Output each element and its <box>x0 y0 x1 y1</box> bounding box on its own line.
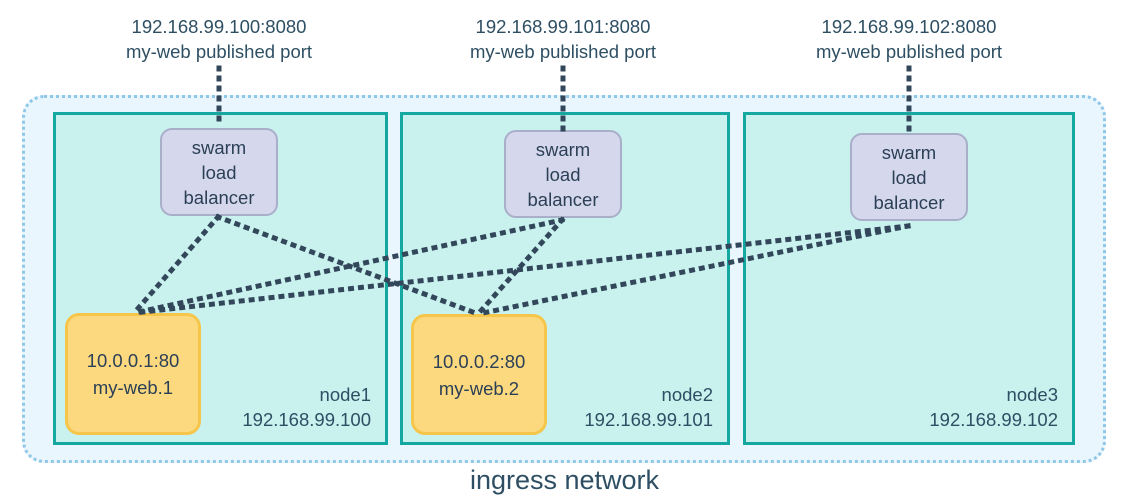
node-name-node1: node1 <box>319 384 371 405</box>
node-name-node2: node2 <box>661 384 713 405</box>
task-address-myweb2: 10.0.0.2:80 <box>432 350 526 372</box>
task-name-myweb1: my-web.1 <box>92 377 174 398</box>
published-port-label-node2: 192.168.99.101:8080 my-web published por… <box>423 14 703 64</box>
published-port-address-node2: 192.168.99.101:8080 <box>475 16 651 37</box>
lb2-line-2: load <box>545 163 581 185</box>
task-box-myweb1: 10.0.0.1:80 my-web.1 <box>65 313 201 435</box>
node-caption-node3: node3 192.168.99.102 <box>929 382 1058 432</box>
node-ip-node2: 192.168.99.101 <box>584 409 713 430</box>
lb1-line-2: load <box>201 161 237 183</box>
published-port-description-node2: my-web published port <box>469 41 657 62</box>
task-address-myweb1: 10.0.0.1:80 <box>86 350 180 371</box>
node-ip-node1: 192.168.99.100 <box>242 409 371 430</box>
task-name-myweb2: my-web.2 <box>438 377 520 399</box>
published-port-address-node3: 192.168.99.102:8080 <box>821 16 997 37</box>
lb3-line-1: swarm <box>881 141 937 163</box>
lb1-line-3: balancer <box>183 186 255 208</box>
lb3-line-2: load <box>891 166 927 188</box>
node-caption-node1: node1 192.168.99.100 <box>242 382 371 432</box>
node-caption-node2: node2 192.168.99.101 <box>584 382 713 432</box>
published-port-address-node1: 192.168.99.100:8080 <box>131 16 307 37</box>
lb2-line-3: balancer <box>527 188 599 210</box>
node-name-node3: node3 <box>1006 384 1058 405</box>
published-port-label-node3: 192.168.99.102:8080 my-web published por… <box>769 14 1049 64</box>
published-port-description-node1: my-web published port <box>125 41 313 62</box>
swarm-load-balancer-node3: swarm load balancer <box>850 133 968 221</box>
lb2-line-1: swarm <box>535 138 591 160</box>
node-ip-node3: 192.168.99.102 <box>929 409 1058 430</box>
task-box-myweb2: 10.0.0.2:80 my-web.2 <box>411 314 547 435</box>
published-port-label-node1: 192.168.99.100:8080 my-web published por… <box>79 14 359 64</box>
swarm-load-balancer-node1: swarm load balancer <box>160 128 278 216</box>
lb3-line-3: balancer <box>873 191 945 213</box>
ingress-network-title: ingress network <box>469 465 660 495</box>
published-port-description-node3: my-web published port <box>815 41 1003 62</box>
swarm-load-balancer-node2: swarm load balancer <box>504 130 622 218</box>
lb1-line-1: swarm <box>191 136 247 158</box>
